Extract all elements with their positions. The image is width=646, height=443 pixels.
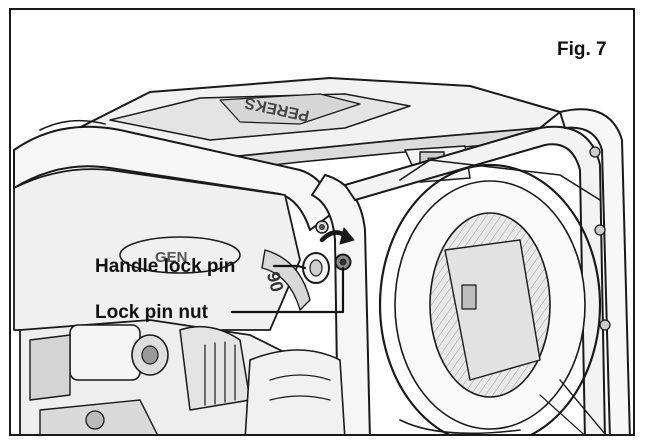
svg-text:GEN: GEN bbox=[155, 249, 188, 266]
callout-leader-nut bbox=[230, 266, 345, 314]
callout-leader-pin bbox=[272, 264, 307, 270]
handle-tube bbox=[13, 125, 331, 231]
housing-ring-outer bbox=[378, 163, 602, 434]
callout-handle-lock-pin: Handle lock pin bbox=[95, 256, 236, 277]
figure-border bbox=[9, 8, 635, 436]
figure-number-label: Fig. 7 bbox=[557, 39, 607, 60]
callout-lock-pin-nut: Lock pin nut bbox=[95, 302, 208, 323]
